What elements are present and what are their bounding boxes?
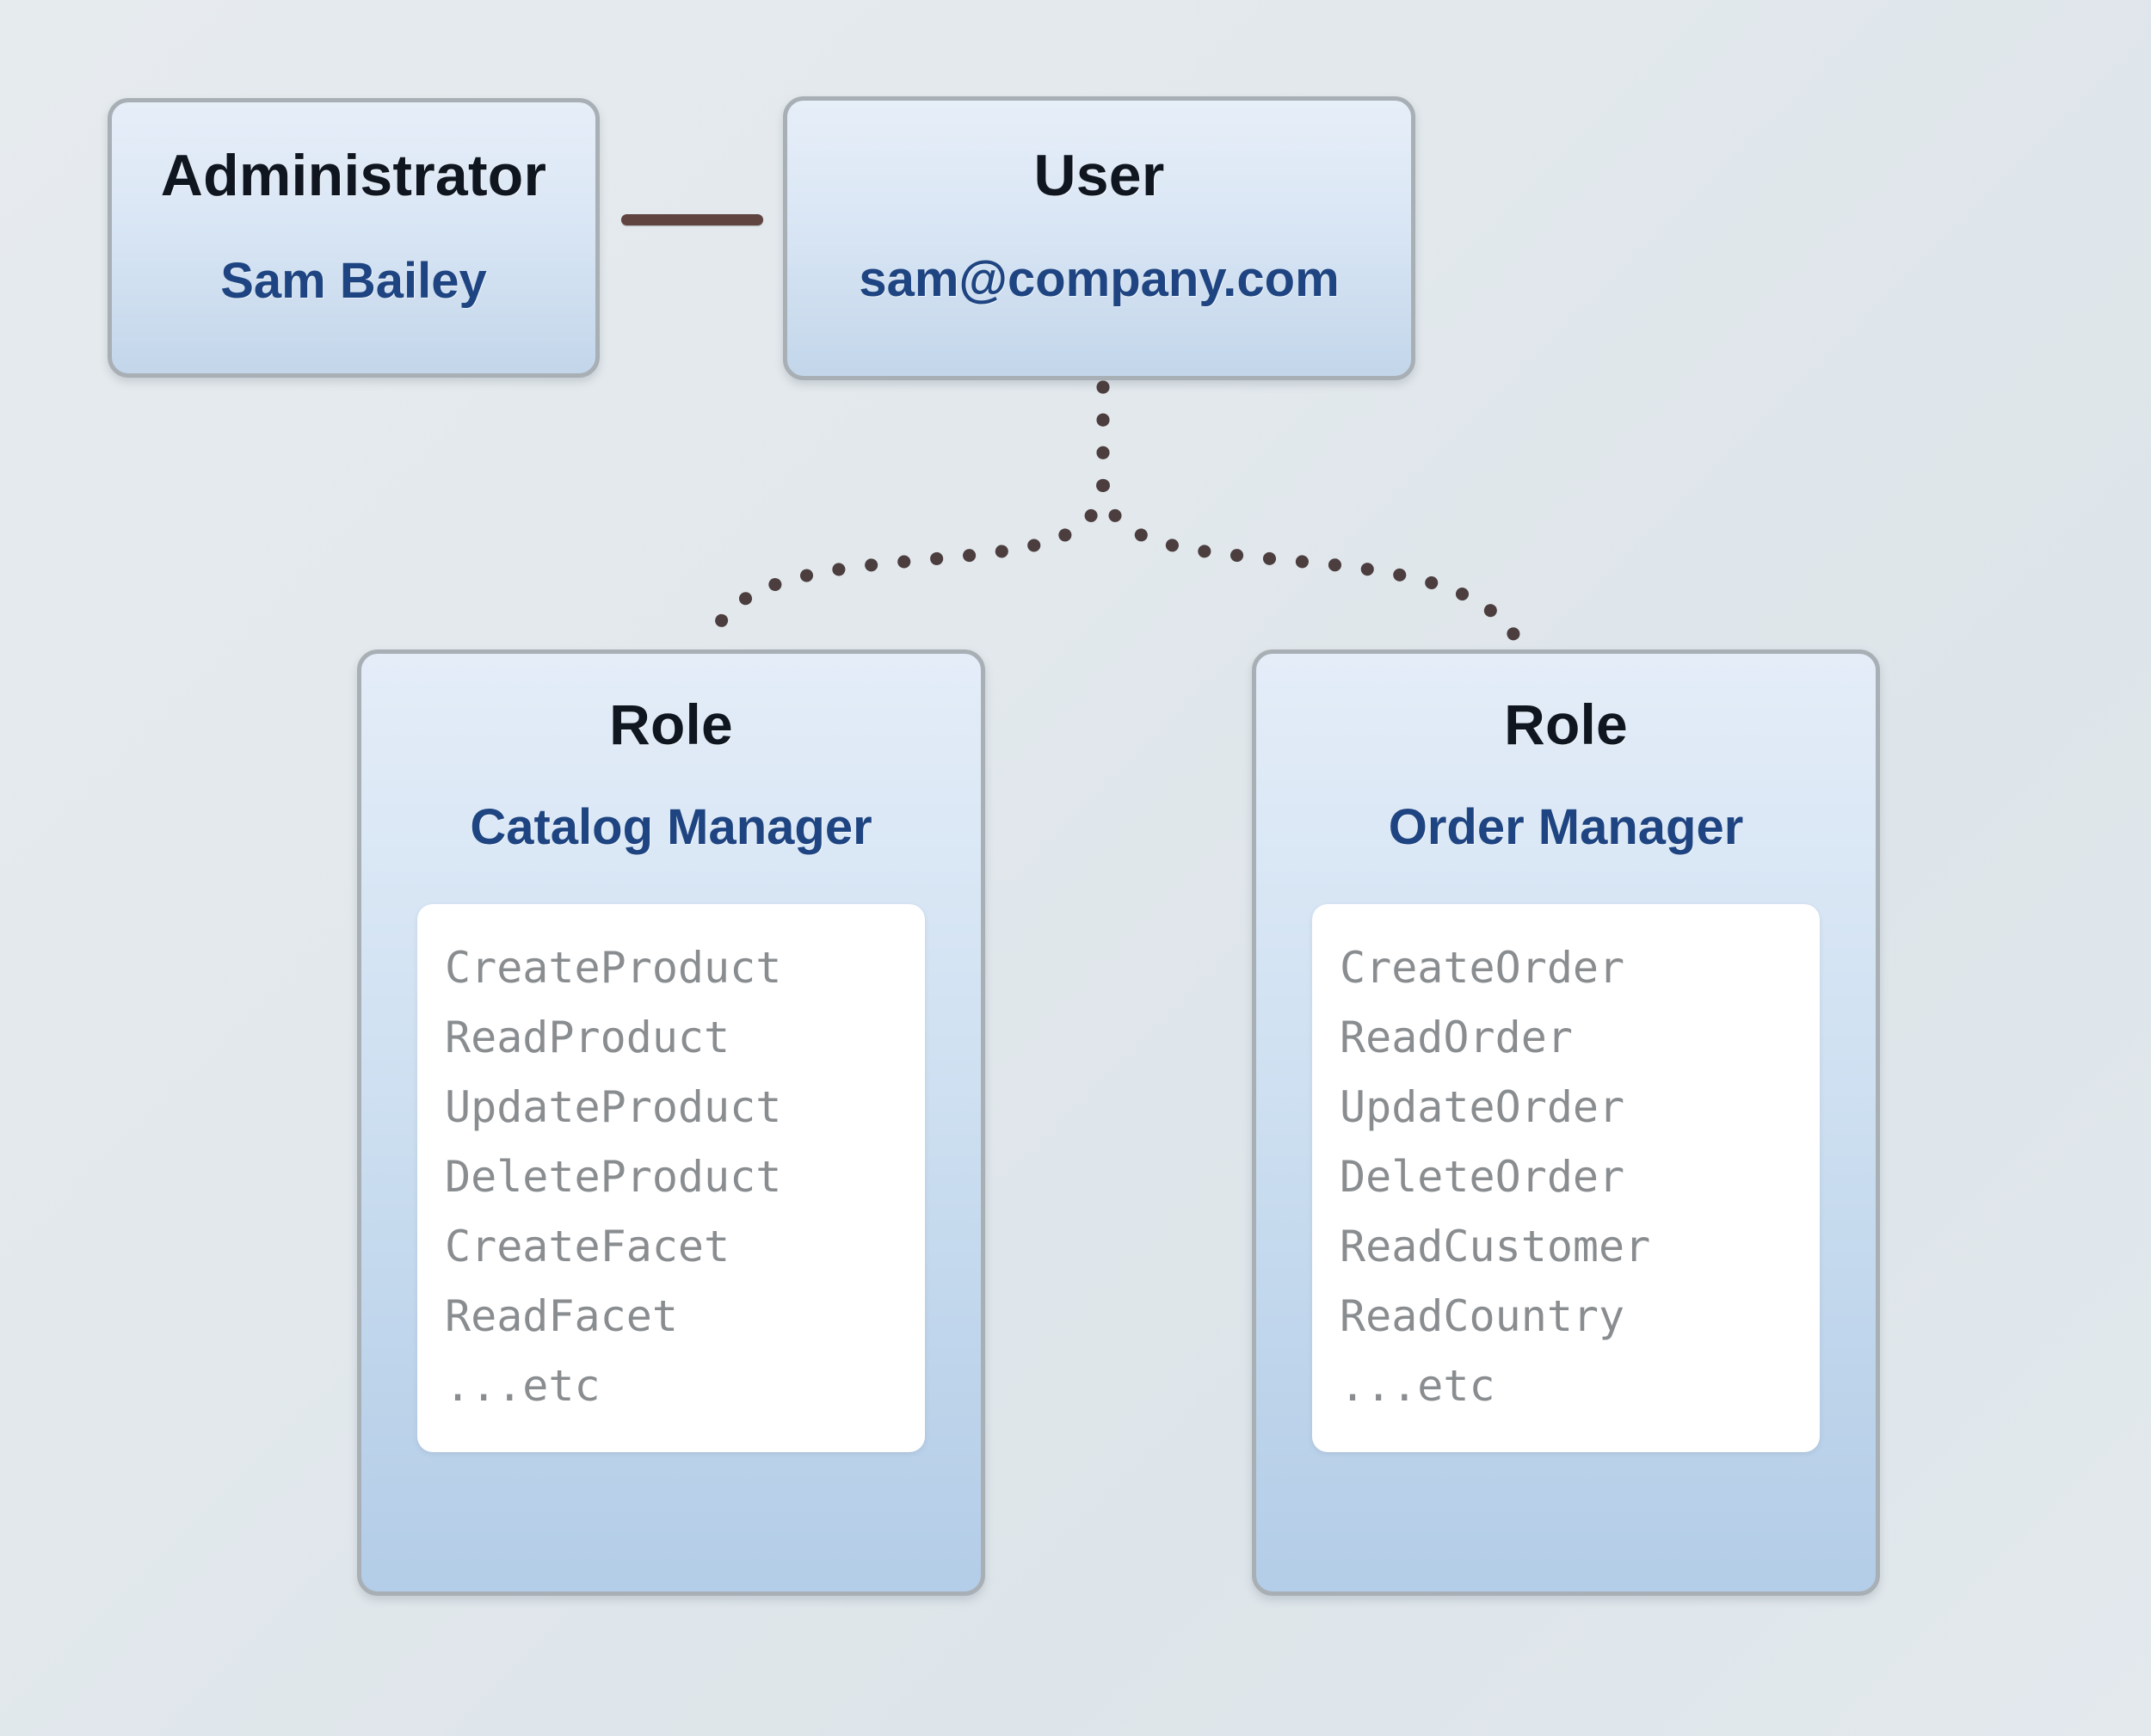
role-2-permission-panel: CreateOrder ReadOrder UpdateOrder Delete… bbox=[1312, 904, 1820, 1452]
role-node-order-manager[interactable]: Role Order Manager CreateOrder ReadOrder… bbox=[1252, 649, 1880, 1596]
role-1-permission-list: CreateProduct ReadProduct UpdateProduct … bbox=[417, 933, 925, 1421]
role-1-type-label: Role bbox=[609, 693, 733, 756]
role-2-type-label: Role bbox=[1504, 693, 1628, 756]
administrator-user-connector bbox=[621, 214, 763, 225]
permission-item: UpdateProduct bbox=[445, 1082, 782, 1132]
permission-item: ReadCountry bbox=[1340, 1291, 1625, 1341]
permission-item: CreateFacet bbox=[445, 1222, 730, 1271]
user-email-label: sam@company.com bbox=[859, 251, 1340, 307]
administrator-type-label: Administrator bbox=[160, 143, 547, 208]
permission-item: CreateOrder bbox=[1340, 943, 1625, 993]
user-node[interactable]: User sam@company.com bbox=[783, 96, 1415, 380]
permission-item: ...etc bbox=[1340, 1361, 1495, 1411]
permission-item: ...etc bbox=[445, 1361, 601, 1411]
permission-item: UpdateOrder bbox=[1340, 1082, 1625, 1132]
permission-item: DeleteProduct bbox=[445, 1152, 782, 1202]
permission-item: ReadOrder bbox=[1340, 1013, 1573, 1062]
role-1-permission-panel: CreateProduct ReadProduct UpdateProduct … bbox=[417, 904, 925, 1452]
administrator-node[interactable]: Administrator Sam Bailey bbox=[108, 98, 600, 378]
permission-item: DeleteOrder bbox=[1340, 1152, 1625, 1202]
permission-item: ReadProduct bbox=[445, 1013, 730, 1062]
user-to-catalog-manager-connector bbox=[700, 380, 1110, 656]
permission-item: CreateProduct bbox=[445, 943, 782, 993]
role-2-name-label: Order Manager bbox=[1388, 799, 1744, 855]
user-to-order-manager-connector bbox=[1096, 380, 1530, 656]
permission-item: ReadFacet bbox=[445, 1291, 678, 1341]
role-node-catalog-manager[interactable]: Role Catalog Manager CreateProduct ReadP… bbox=[357, 649, 985, 1596]
permission-item: ReadCustomer bbox=[1340, 1222, 1651, 1271]
user-type-label: User bbox=[1033, 143, 1165, 208]
role-2-permission-list: CreateOrder ReadOrder UpdateOrder Delete… bbox=[1312, 933, 1820, 1421]
administrator-name-label: Sam Bailey bbox=[220, 253, 487, 309]
role-1-name-label: Catalog Manager bbox=[470, 799, 872, 855]
